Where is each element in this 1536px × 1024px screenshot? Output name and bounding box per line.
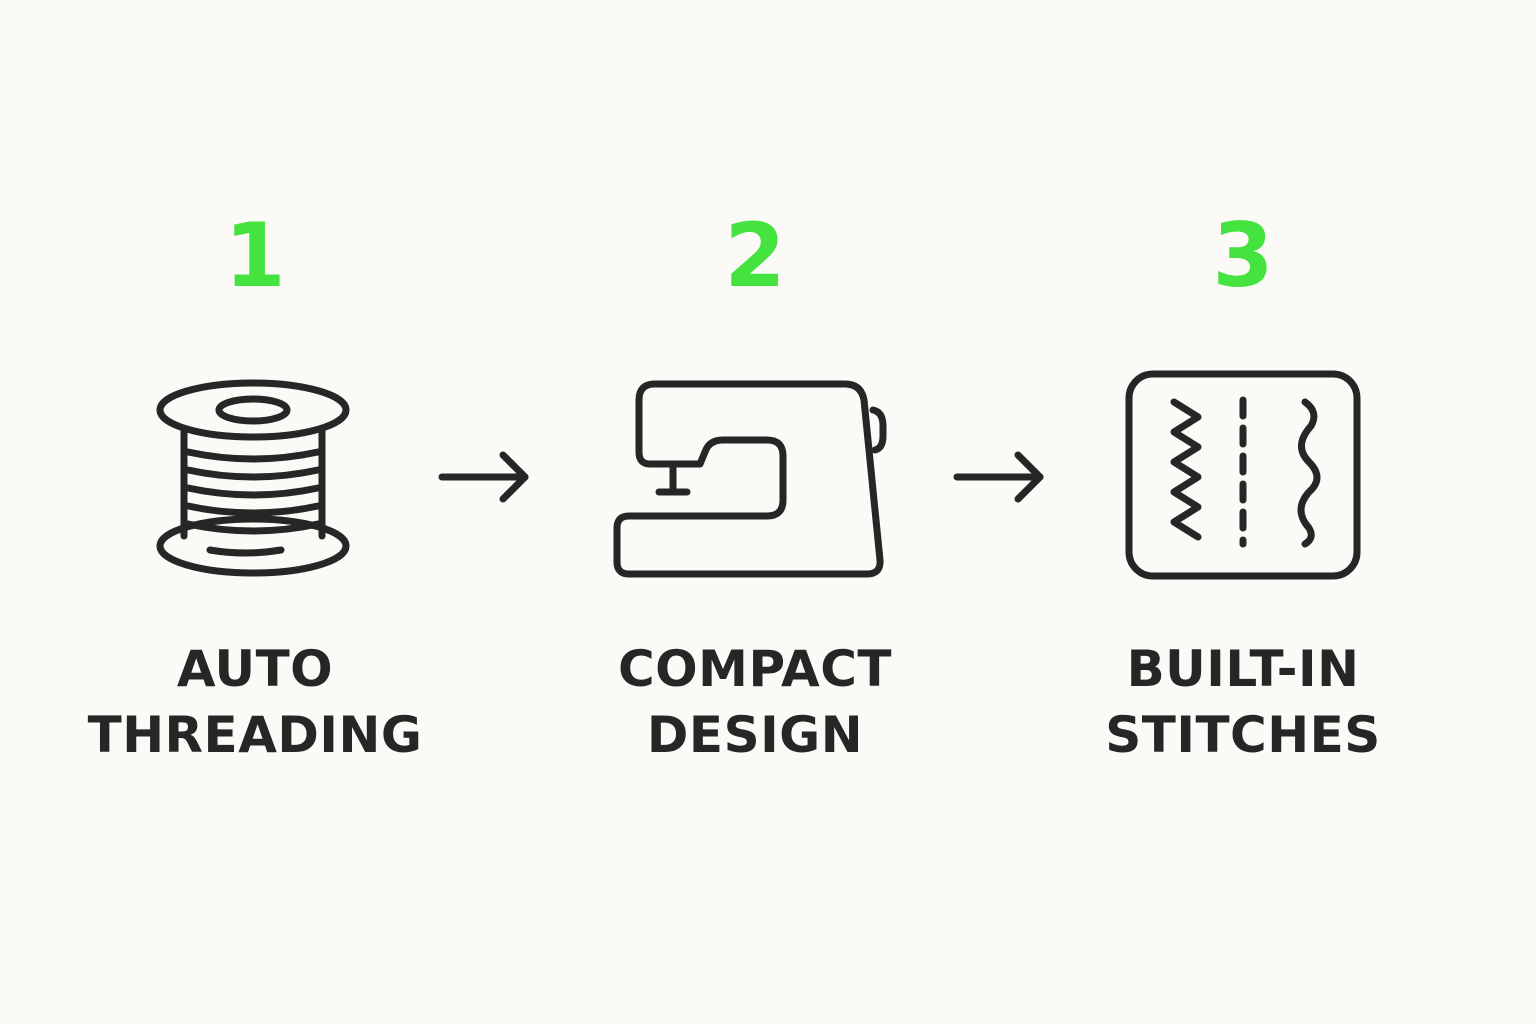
step-number: 1 [224, 204, 286, 307]
step-label-line: COMPACT [617, 640, 892, 698]
step-label-line: BUILT-IN [1126, 640, 1360, 698]
step-label-line: AUTO [176, 640, 334, 698]
thread-spool-icon [55, 360, 455, 600]
sewing-machine-icon [555, 360, 955, 600]
arrow-right-icon [952, 442, 1052, 512]
step-compact-design: 2 COMPACT DESIGN [555, 0, 955, 1024]
step-auto-threading: 1 AUTO [55, 0, 455, 1024]
step-label-line: DESIGN [646, 706, 864, 764]
stitch-patterns-icon [1043, 360, 1443, 600]
step-label: BUILT-IN STITCHES [1043, 636, 1443, 768]
step-label-line: STITCHES [1105, 706, 1381, 764]
step-number: 3 [1212, 204, 1274, 307]
step-label: COMPACT DESIGN [555, 636, 955, 768]
arrow-right-icon [437, 442, 537, 512]
step-built-in-stitches: 3 BUILT-IN STITCHES [1043, 0, 1443, 1024]
step-label: AUTO THREADING [55, 636, 455, 768]
step-number: 2 [724, 204, 786, 307]
step-label-line: THREADING [87, 706, 423, 764]
